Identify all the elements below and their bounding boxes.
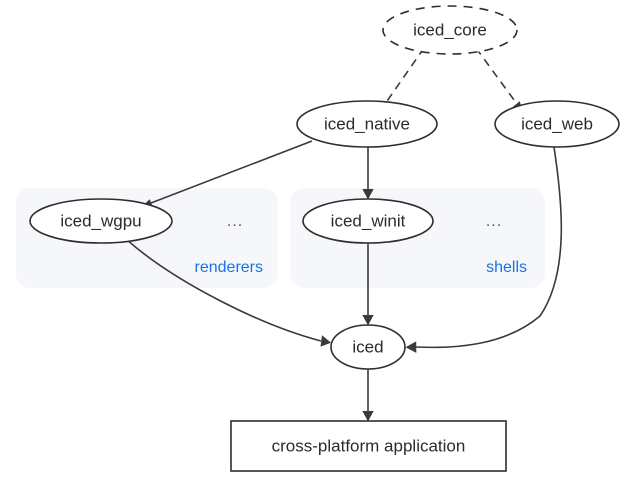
iced-web-label: iced_web	[521, 114, 593, 133]
node-iced-native[interactable]: iced_native	[296, 100, 438, 148]
renderers-ellipsis: ...	[227, 213, 243, 230]
iced-wgpu-ellipse[interactable]	[29, 198, 173, 244]
iced-native-ellipse[interactable]	[296, 100, 438, 148]
iced-web-ellipse[interactable]	[494, 100, 620, 148]
iced-native-label: iced_native	[324, 114, 410, 133]
edge-iced-to-application	[362, 369, 374, 422]
edge-wgpu-to-iced	[126, 239, 331, 347]
application-label: cross-platform application	[272, 436, 466, 455]
node-iced-web[interactable]: iced_web	[494, 100, 620, 148]
node-iced-winit[interactable]: iced_winit	[302, 198, 434, 244]
edge-native-to-winit	[362, 147, 374, 200]
application-rect[interactable]	[230, 420, 507, 472]
node-cross-platform-application[interactable]: cross-platform application	[230, 420, 507, 472]
cluster-label-renderers: renderers	[195, 259, 263, 276]
edge-core-to-web	[475, 47, 523, 113]
iced-ellipse[interactable]	[330, 324, 406, 370]
iced-winit-ellipse[interactable]	[302, 198, 434, 244]
iced-label: iced	[352, 337, 383, 356]
edge-winit-to-iced	[362, 243, 374, 326]
node-iced-core[interactable]: iced_core	[382, 5, 518, 55]
shells-ellipsis: ...	[486, 213, 502, 230]
node-iced[interactable]: iced	[330, 324, 406, 370]
iced-core-label: iced_core	[413, 20, 487, 39]
iced-winit-label: iced_winit	[331, 211, 406, 230]
iced-wgpu-label: iced_wgpu	[60, 211, 141, 230]
edge-web-to-iced	[405, 146, 563, 353]
iced-core-ellipse[interactable]	[382, 5, 518, 55]
cluster-label-shells: shells	[486, 259, 527, 276]
node-iced-wgpu[interactable]: iced_wgpu	[29, 198, 173, 244]
